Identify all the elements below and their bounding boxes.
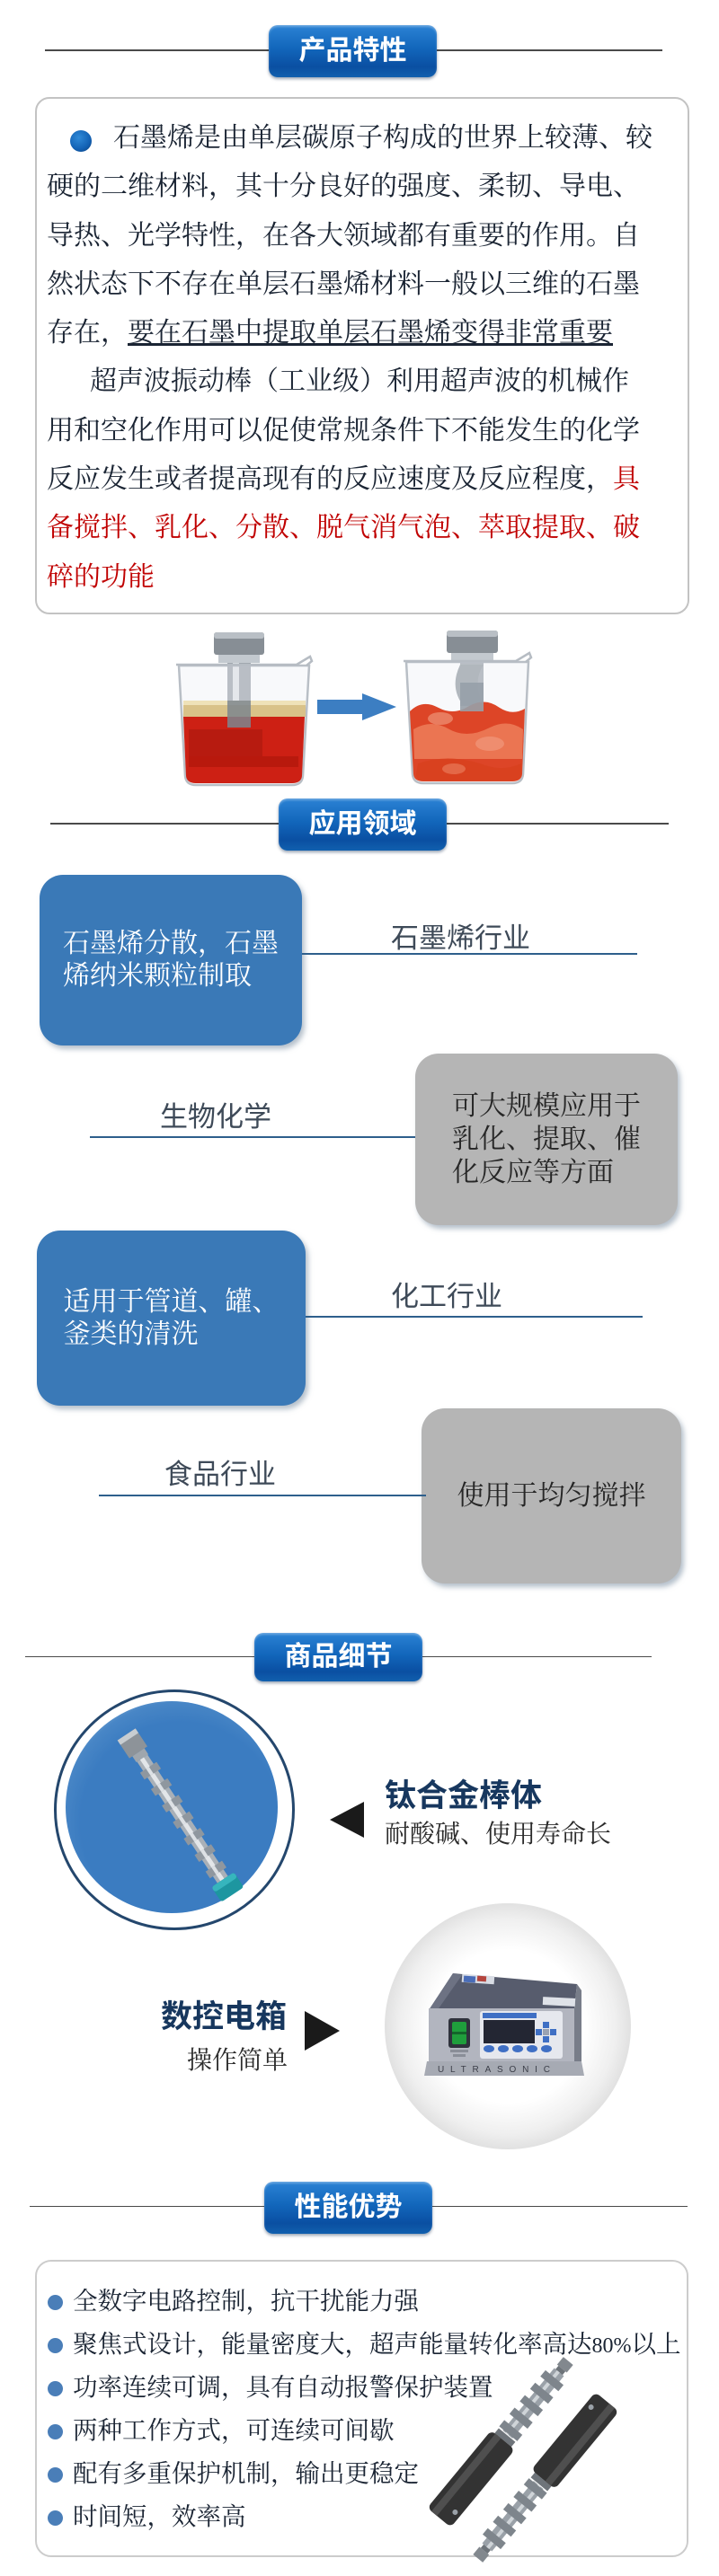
- svg-text:ULTRASONIC: ULTRASONIC: [438, 2065, 556, 2075]
